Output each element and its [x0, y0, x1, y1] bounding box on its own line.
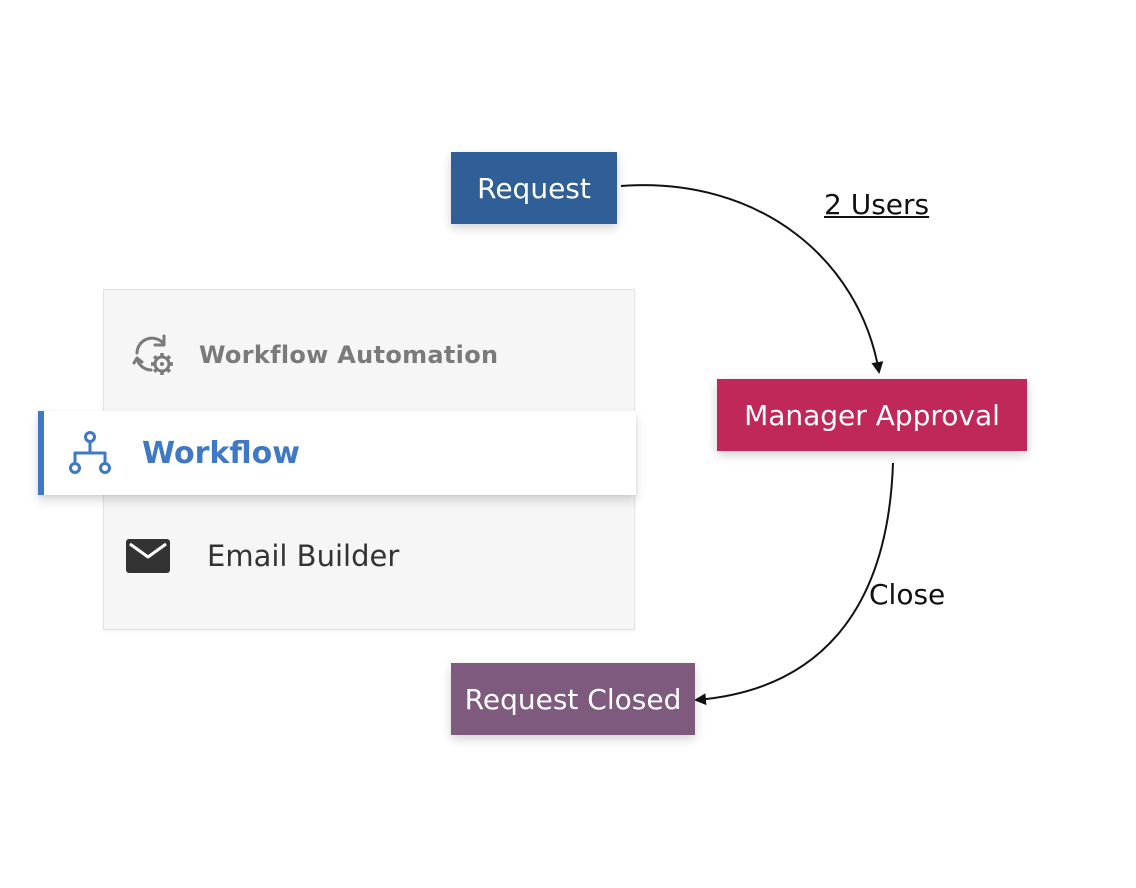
- menu-item-workflow[interactable]: Workflow: [38, 411, 636, 495]
- edge-label-users[interactable]: 2 Users: [824, 188, 930, 221]
- menu-item-label: Workflow: [142, 435, 300, 471]
- menu-item-workflow-automation[interactable]: Workflow Automation: [103, 316, 635, 394]
- menu-item-label: Email Builder: [207, 539, 400, 573]
- envelope-icon: [125, 538, 171, 574]
- node-manager-approval[interactable]: Manager Approval: [717, 379, 1027, 451]
- edge-request-to-manager: [620, 184, 884, 374]
- sync-gear-icon: [131, 333, 175, 377]
- edge-label-close: Close: [869, 578, 946, 611]
- node-request-closed[interactable]: Request Closed: [451, 663, 695, 735]
- menu-item-email-builder[interactable]: Email Builder: [103, 516, 635, 596]
- hierarchy-icon: [66, 429, 114, 477]
- node-request[interactable]: Request: [451, 152, 617, 224]
- menu-item-label: Workflow Automation: [199, 341, 499, 369]
- edge-manager-to-closed: [694, 462, 894, 706]
